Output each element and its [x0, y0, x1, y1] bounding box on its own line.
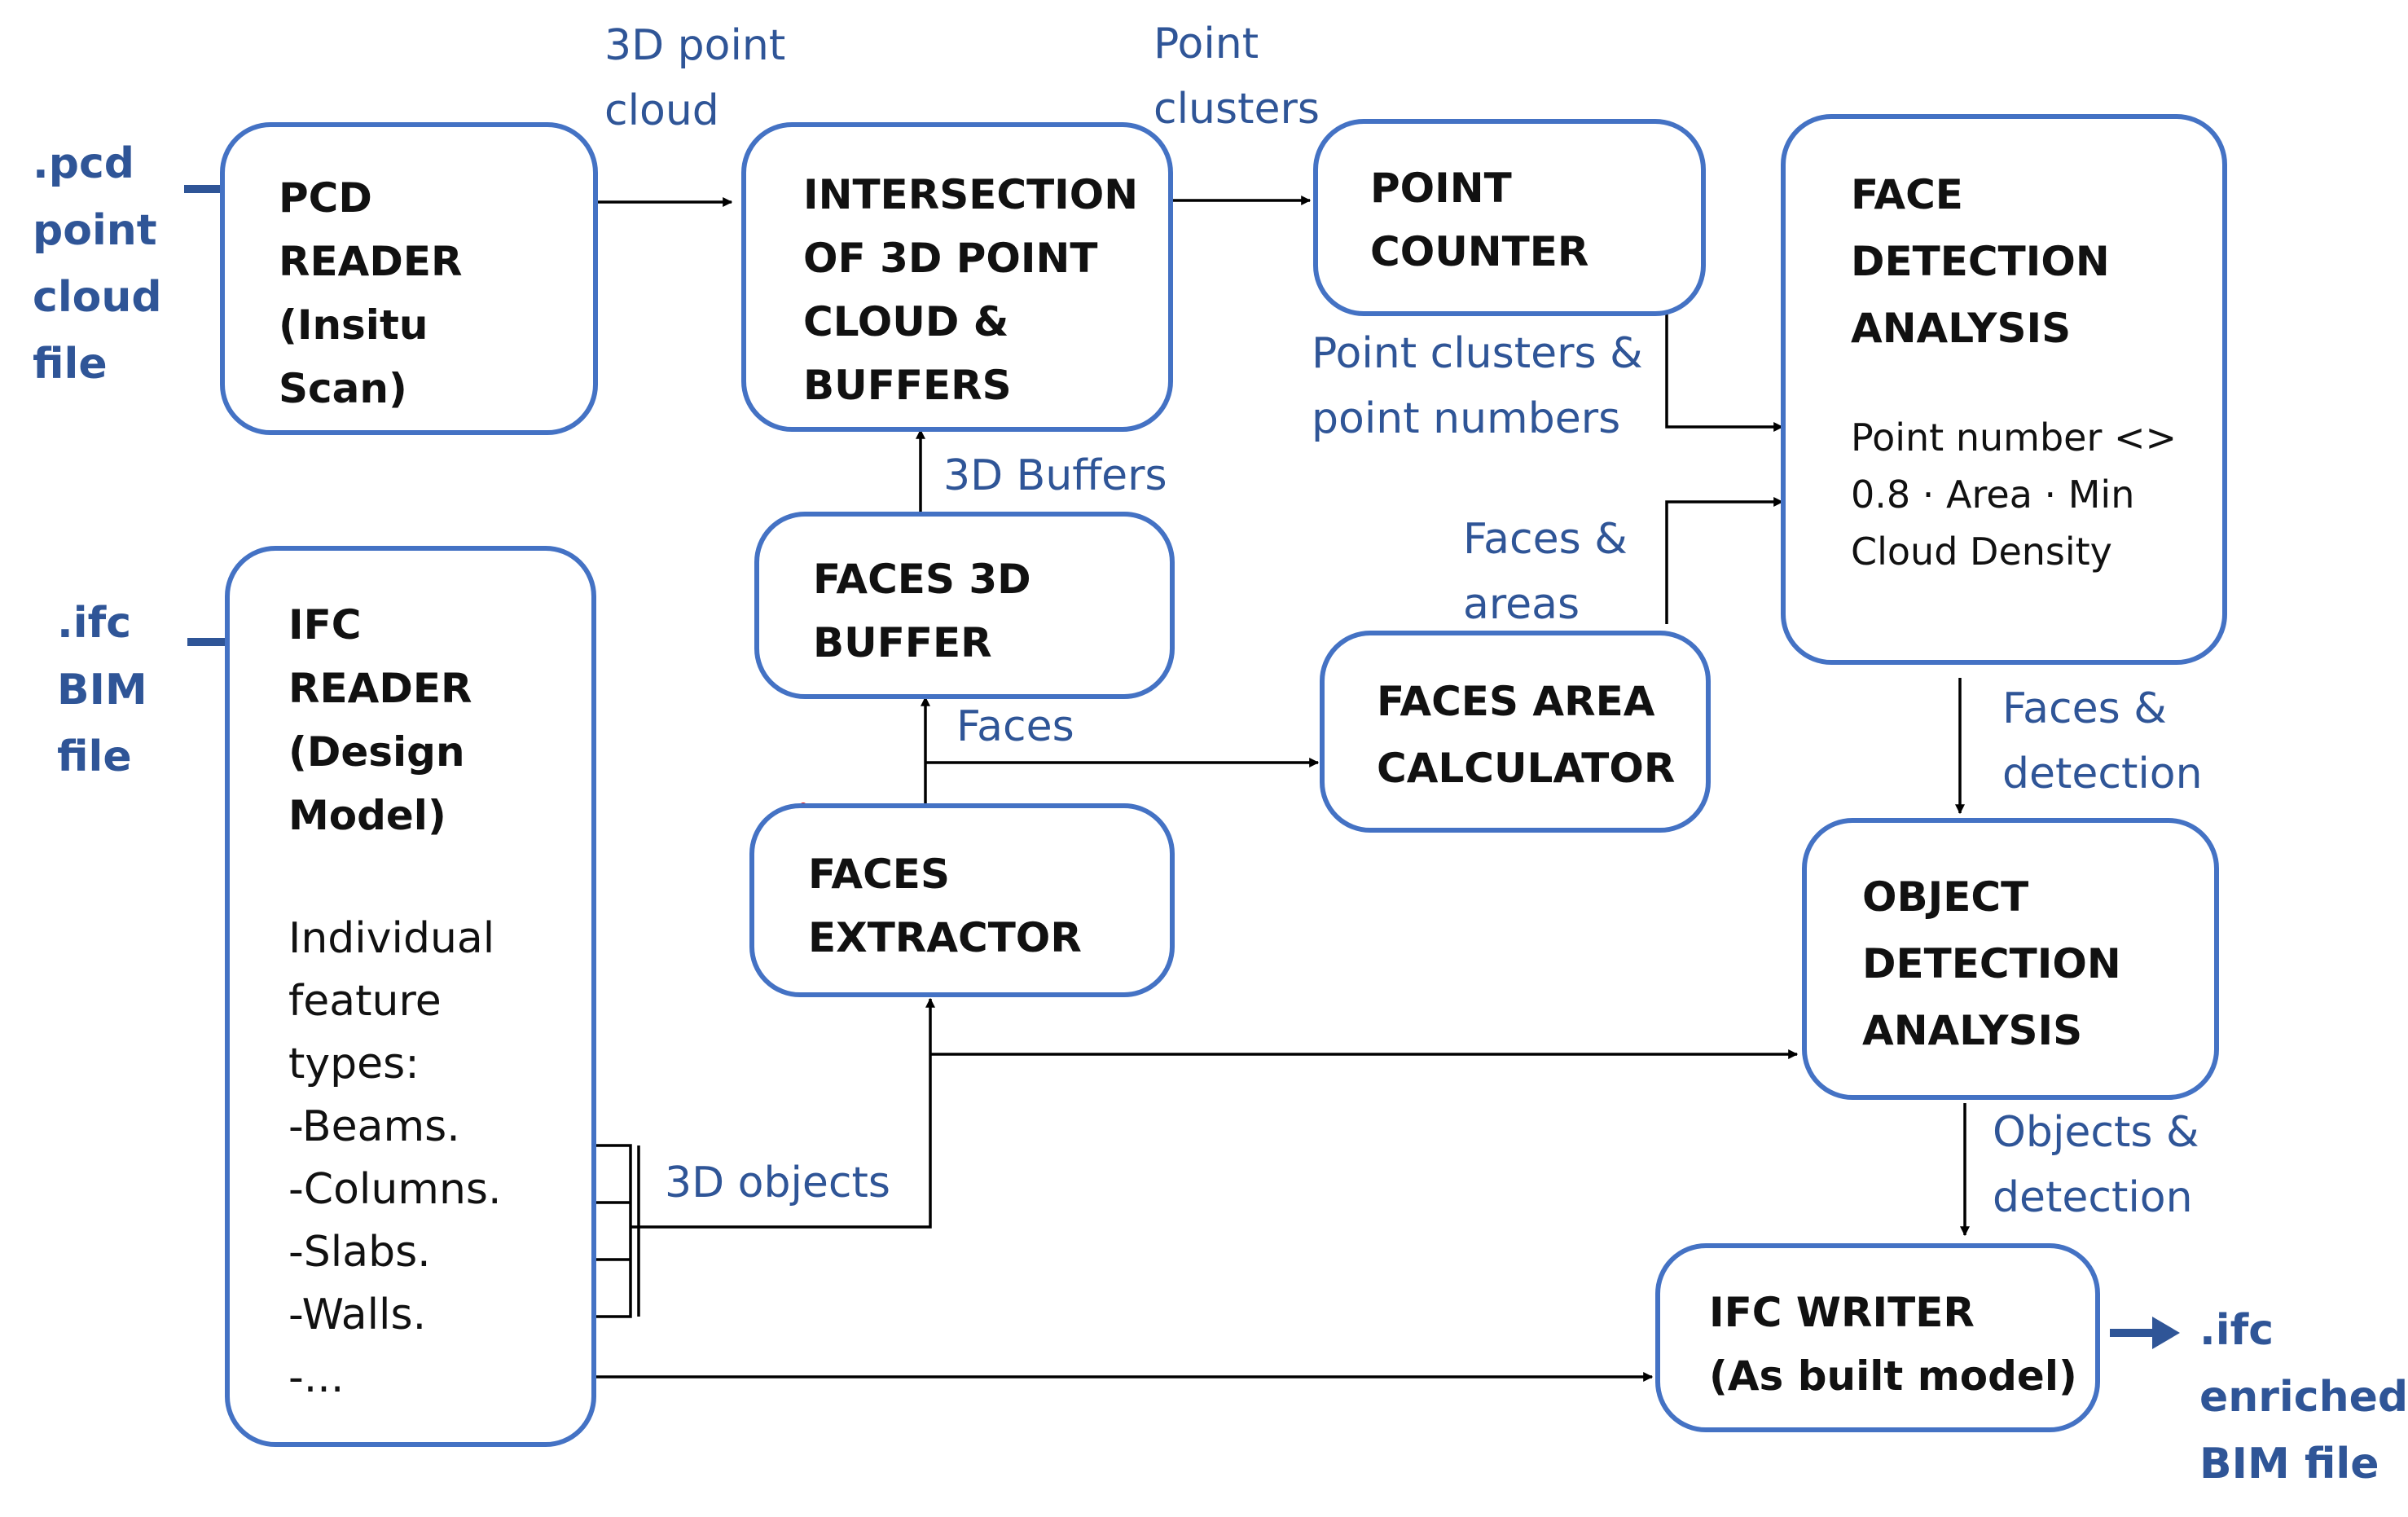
- object-detection-title: OBJECT DETECTION ANALYSIS: [1862, 873, 2121, 1054]
- ifc-writer-title: IFC WRITER (As built model): [1709, 1289, 2077, 1400]
- label-clusters-and-numbers: Point clusters & point numbers: [1312, 329, 1643, 443]
- ifc-reader-block: IFC READER (Design Model) Individual fea…: [225, 546, 596, 1447]
- ifc-output-label: .ifc enriched BIM file: [2199, 1306, 2408, 1488]
- feature-list-line: Individual: [288, 914, 495, 963]
- area-to-face-detection-arrow: [1665, 497, 1784, 624]
- feature-types-list: Individual feature types: -Beams. -Colum…: [288, 908, 502, 1409]
- pcd-reader-title: PCD READER (Insitu Scan): [279, 174, 463, 412]
- intersection-title: INTERSECTION OF 3D POINT CLOUD & BUFFERS: [803, 171, 1139, 409]
- label-faces-and-areas: Faces & areas: [1463, 515, 1628, 629]
- ifc-writer-block: IFC WRITER (As built model): [1655, 1243, 2100, 1432]
- point-counter-block: POINT COUNTER: [1313, 119, 1706, 316]
- objects-to-extractor-arrow: [631, 997, 935, 1229]
- point-counter-title: POINT COUNTER: [1370, 165, 1589, 275]
- label-faces: Faces: [956, 702, 1074, 751]
- face-detection-rule: Point number <> 0.8 · Area · Min Cloud D…: [1851, 416, 2177, 574]
- faces-3d-buffer-title: FACES 3D BUFFER: [813, 556, 1031, 666]
- counter-to-face-detection-arrow: [1665, 314, 1784, 432]
- ifc-output-arrow: [2110, 1317, 2180, 1349]
- pcd-input-label: .pcd point cloud file: [33, 139, 162, 389]
- feature-list-line: feature: [288, 977, 442, 1026]
- feature-list-line: -Walls.: [288, 1291, 427, 1339]
- face-detection-block: FACE DETECTION ANALYSIS Point number <> …: [1781, 114, 2227, 665]
- feature-list-line: -Slabs.: [288, 1228, 431, 1277]
- label-3d-point-cloud: 3D point cloud: [604, 21, 786, 135]
- label-faces-and-detection: Faces & detection: [2002, 684, 2203, 798]
- feature-list-line: -Beams.: [288, 1102, 460, 1151]
- intersection-block: INTERSECTION OF 3D POINT CLOUD & BUFFERS: [741, 122, 1173, 432]
- label-3d-buffers: 3D Buffers: [943, 451, 1167, 500]
- faces-area-calculator-title: FACES AREA CALCULATOR: [1377, 678, 1676, 792]
- object-detection-block: OBJECT DETECTION ANALYSIS: [1802, 818, 2219, 1100]
- ifc-reader-title: IFC READER (Design Model): [288, 601, 472, 839]
- pcd-reader-block: PCD READER (Insitu Scan): [220, 122, 598, 435]
- label-objects-and-detection: Objects & detection: [1993, 1108, 2199, 1222]
- faces-extractor-title: FACES EXTRACTOR: [808, 851, 1082, 961]
- ifc-input-label: .ifc BIM file: [57, 599, 147, 781]
- label-point-clusters: Point clusters: [1153, 20, 1320, 134]
- label-3d-objects: 3D objects: [665, 1159, 890, 1207]
- face-detection-title: FACE DETECTION ANALYSIS: [1851, 171, 2110, 352]
- faces-3d-buffer-block: FACES 3D BUFFER: [754, 512, 1175, 699]
- feature-list-line: -...: [288, 1353, 345, 1402]
- faces-extractor-block: FACES EXTRACTOR: [749, 803, 1175, 997]
- feature-list-line: types:: [288, 1040, 420, 1088]
- faces-area-calculator-block: FACES AREA CALCULATOR: [1320, 631, 1711, 833]
- feature-list-line: -Columns.: [288, 1165, 502, 1214]
